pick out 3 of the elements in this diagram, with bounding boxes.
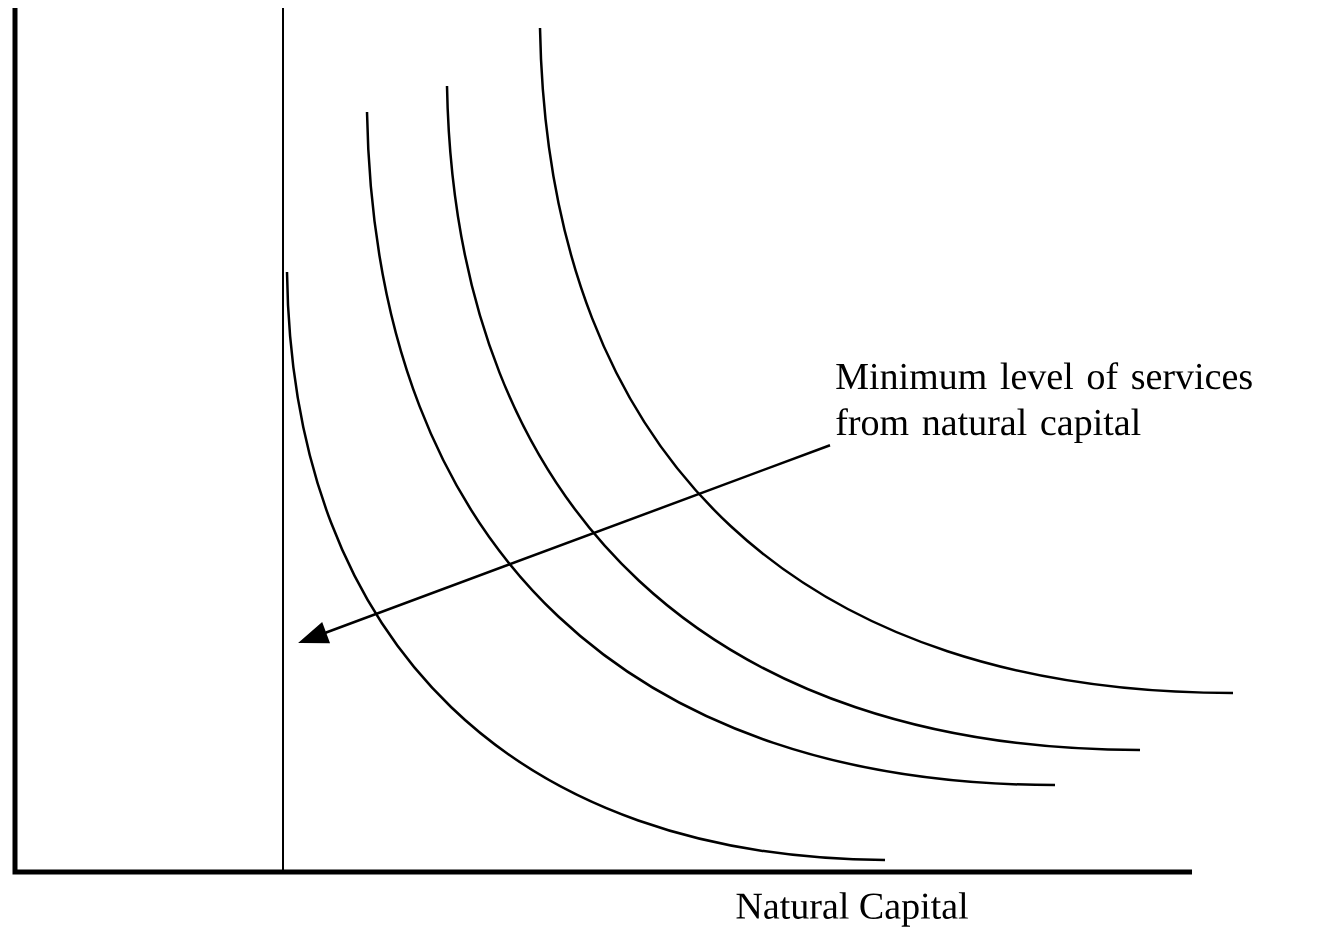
dashed-line [282, 7, 284, 871]
callout-text: Minimum level of services from natural capital [836, 362, 1252, 444]
axis-label: Natural Capital [736, 892, 968, 927]
